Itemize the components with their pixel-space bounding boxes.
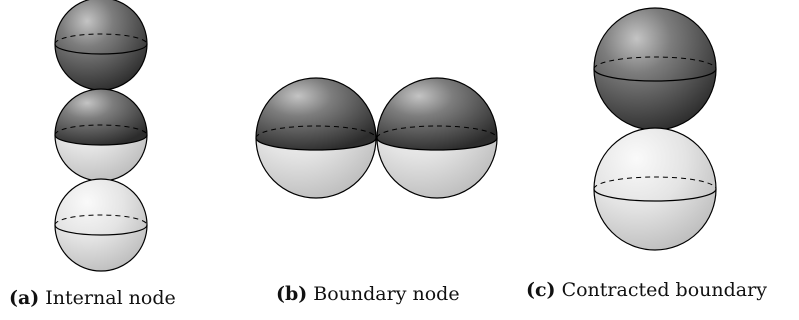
- internal-node-stack: [54, 0, 148, 272]
- caption-b-text: Boundary node: [313, 283, 460, 305]
- caption-b-tag: (b): [276, 283, 308, 305]
- sphere-dark-a1: [54, 0, 148, 91]
- caption-a-text: Internal node: [45, 287, 176, 309]
- sphere-split-b1: [255, 77, 377, 199]
- caption-c-text: Contracted boundary: [561, 279, 767, 301]
- boundary-node-pair: [255, 77, 498, 199]
- caption-a-tag: (a): [9, 287, 40, 309]
- caption-c-tag: (c): [526, 279, 556, 301]
- sphere-dark-c1: [593, 7, 717, 131]
- caption-a: (a)Internal node: [9, 287, 176, 309]
- sphere-light-c2: [593, 127, 717, 251]
- caption-b: (b)Boundary node: [276, 283, 460, 305]
- contracted-boundary-stack: [593, 7, 717, 251]
- caption-c: (c)Contracted boundary: [526, 279, 767, 301]
- sphere-light-a3: [54, 178, 148, 272]
- sphere-split-a2: [54, 88, 148, 182]
- sphere-split-b2: [376, 77, 498, 199]
